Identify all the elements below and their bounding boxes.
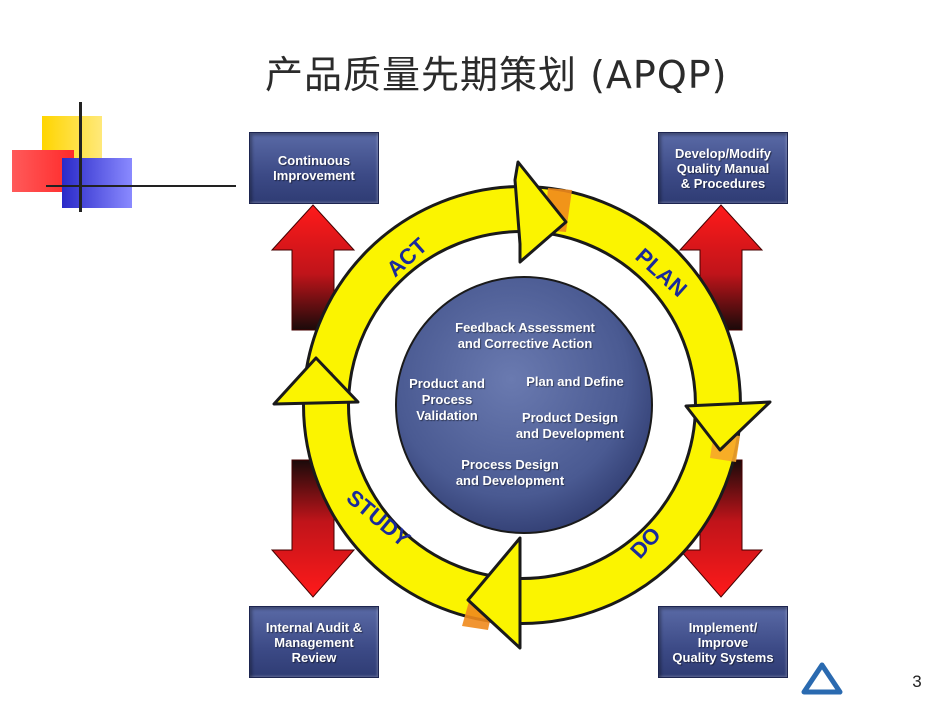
box-develop-modify-quality-manual: Develop/Modify Quality Manual & Procedur…	[658, 132, 788, 204]
page-title: 产品质量先期策划 (APQP)	[265, 53, 728, 97]
center-plan-define-text: Plan and Define	[526, 374, 624, 389]
page-number: 3	[912, 672, 922, 691]
deco-vertical-line	[79, 102, 82, 212]
deco-horizontal-line	[46, 185, 236, 187]
corner-decoration	[0, 0, 240, 220]
center-process-design-text: Process Design and Development	[455, 457, 565, 488]
center-validation-text: Product and Process Validation	[409, 376, 485, 423]
center-feedback-text: Feedback Assessment and Corrective Actio…	[455, 320, 595, 351]
ring-arrowheads	[272, 160, 772, 650]
center-product-design-text: Product Design and Development	[515, 410, 625, 441]
box-implement-improve-quality-systems: Implement/ Improve Quality Systems	[658, 606, 788, 678]
box-internal-audit-management-review: Internal Audit & Management Review	[249, 606, 379, 678]
deco-blue-square	[62, 158, 132, 208]
center-circle	[395, 276, 653, 534]
box-continuous-improvement: Continuous Improvement	[249, 132, 379, 204]
triangle-logo-icon	[801, 662, 843, 695]
